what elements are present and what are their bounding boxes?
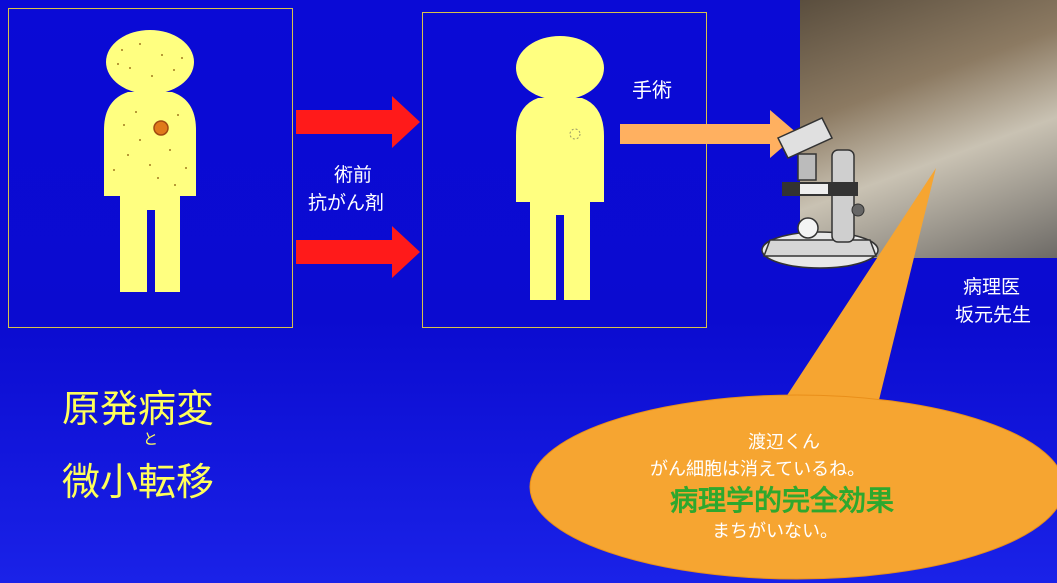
tumor-remnant-outline [569,128,581,140]
post-treatment-panel [422,12,707,328]
neoadjuvant-label-line1: 術前 [334,164,373,186]
neoadjuvant-label-line2: 抗がん剤 [308,192,385,214]
primary-lesion-panel [8,8,293,328]
left-body-figure [104,30,196,292]
bubble-emphasis: 病理学的完全効果 [670,484,895,517]
doctor-title: 病理医 [963,276,1021,298]
bubble-line-4: まちがいない。 [712,521,838,542]
bubble-line-1: 渡辺くん [748,432,820,453]
speech-bubble [529,168,1057,580]
connector-label: と [143,430,159,448]
primary-tumor [153,120,169,136]
micrometastasis-dots [113,43,187,186]
bubble-line-2: がん細胞は消えているね。 [650,459,866,480]
primary-lesion-label: 原発病変 [62,387,215,431]
red-arrow-top [296,96,420,148]
doctor-name: 坂元先生 [955,304,1032,326]
micrometastasis-label: 微小転移 [62,460,215,504]
middle-body-figure [516,36,604,300]
orange-arrow [620,110,798,158]
microscope-icon [761,117,879,269]
red-arrow-bottom [296,226,420,278]
surgery-label: 手術 [632,78,672,102]
